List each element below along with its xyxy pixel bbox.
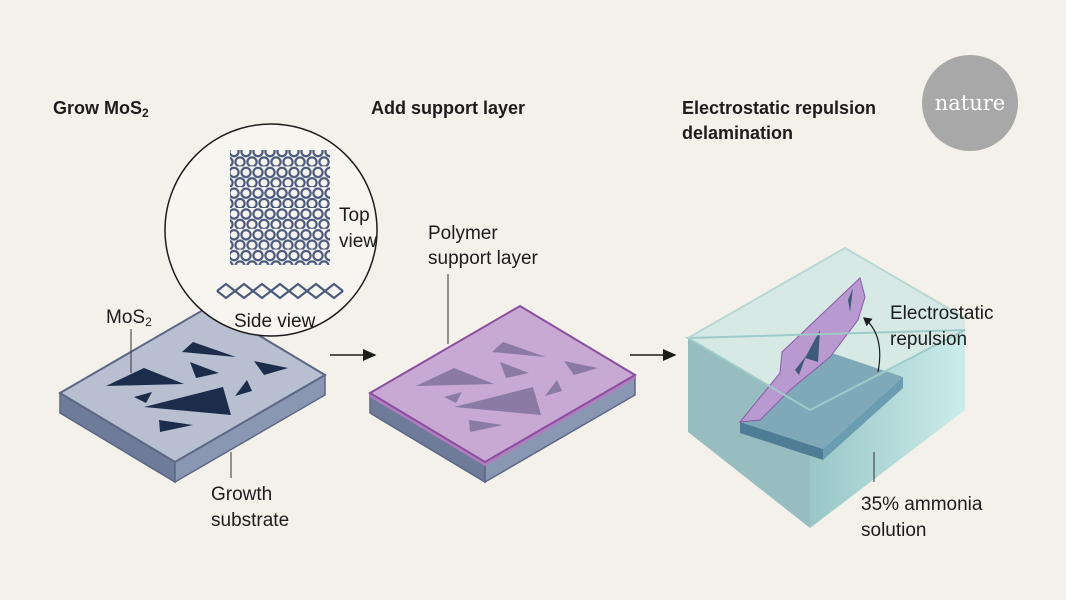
label-ammonia-line2: solution xyxy=(861,520,927,541)
mos2-flakes xyxy=(106,342,288,432)
label-mos2-subscript: 2 xyxy=(145,315,152,329)
growth-substrate xyxy=(58,304,327,484)
label-top-view-line1: Top xyxy=(339,205,370,226)
label-repulsion-line2: repulsion xyxy=(890,329,968,350)
submerged-substrate xyxy=(740,350,903,460)
label-polymer-line2: support layer xyxy=(428,248,538,269)
label-ammonia-line1: 35% ammonia xyxy=(861,494,983,515)
repulsion-arrow xyxy=(863,317,881,373)
nature-logo-text: nature xyxy=(934,91,1006,115)
nature-logo: nature xyxy=(922,55,1018,151)
label-growth-substrate-line1: Growth xyxy=(211,484,273,505)
step-title-support: Add support layer xyxy=(371,98,526,118)
top-view-lattice xyxy=(230,150,330,265)
step-title-grow-text: Grow MoS xyxy=(53,98,142,118)
side-view-chain xyxy=(216,282,344,300)
label-top-view-line2: view xyxy=(339,231,378,252)
polymer-coated-substrate xyxy=(368,274,637,484)
label-repulsion-line1: Electrostatic xyxy=(890,303,994,324)
step-title-grow-subscript: 2 xyxy=(142,106,149,120)
label-mos2: MoS2 xyxy=(106,305,152,335)
step-title-grow: Grow MoS2 xyxy=(53,96,149,126)
step-title-delaminate-line2: delamination xyxy=(682,123,794,143)
ammonia-solution-tank xyxy=(684,246,966,528)
label-polymer-line1: Polymer xyxy=(428,223,498,244)
step-title-delaminate-line1: Electrostatic repulsion xyxy=(682,98,877,118)
magnified-lattice-view xyxy=(164,123,378,337)
label-growth-substrate-line2: substrate xyxy=(211,510,290,531)
label-side-view: Side view xyxy=(234,311,316,332)
label-mos2-text: MoS xyxy=(106,307,146,328)
